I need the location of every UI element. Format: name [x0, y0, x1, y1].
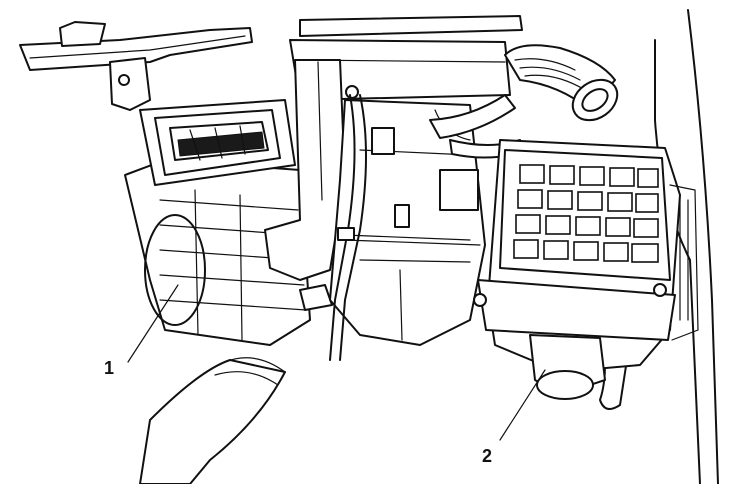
filter-grille [513, 164, 659, 263]
flex-duct-top [504, 44, 619, 122]
vertical-duct [264, 59, 346, 311]
mounting-bracket-left [19, 21, 253, 111]
callout-1-label: 1 [104, 358, 114, 378]
blower-unit-left [124, 99, 311, 346]
mounting-bracket-center [289, 15, 523, 101]
floor-duct [139, 357, 286, 485]
callout-1: 1 [104, 284, 179, 378]
callout-2-label: 2 [482, 446, 492, 466]
callout-2: 2 [482, 369, 546, 466]
